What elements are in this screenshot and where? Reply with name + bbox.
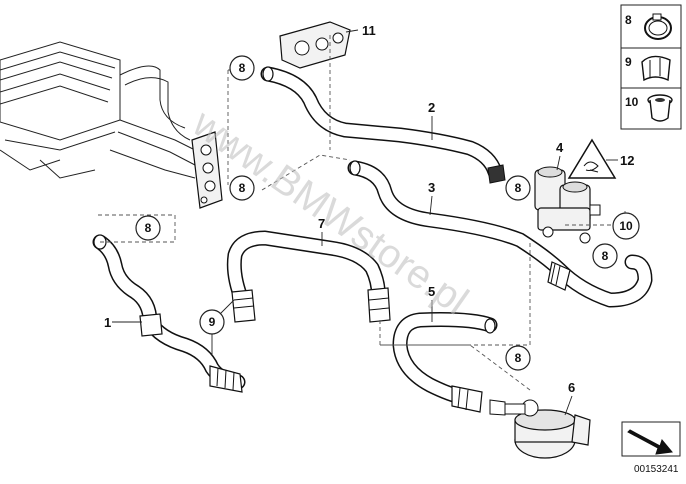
- callout-10: 10: [612, 212, 640, 240]
- svg-text:8: 8: [515, 181, 522, 195]
- hose-clamp-icon: [644, 13, 672, 40]
- diagram-code: 00153241: [634, 464, 679, 475]
- legend-panel: 8 9 10: [620, 4, 682, 130]
- legend-label-10: 10: [625, 95, 639, 109]
- callout-8-f: 8: [505, 345, 531, 371]
- label-part-11: 11: [362, 23, 376, 38]
- water-valve-4: [534, 166, 601, 244]
- callout-8-c: 8: [135, 215, 161, 241]
- hose-bracket-11: [279, 21, 351, 69]
- svg-text:8: 8: [239, 61, 246, 75]
- water-pump-6: [504, 399, 591, 459]
- svg-text:10: 10: [619, 219, 633, 233]
- label-part-1: 1: [104, 315, 111, 330]
- label-part-5: 5: [428, 284, 435, 299]
- svg-text:9: 9: [209, 315, 216, 329]
- callout-8-e: 8: [592, 243, 618, 269]
- svg-text:8: 8: [515, 351, 522, 365]
- svg-text:8: 8: [145, 221, 152, 235]
- hose-3: [347, 160, 653, 308]
- label-part-3: 3: [428, 180, 435, 195]
- label-part-7: 7: [318, 216, 325, 231]
- connection-lines: [98, 35, 626, 391]
- heater-pipe-flange: [191, 131, 223, 209]
- hose-5: [392, 312, 506, 416]
- label-part-4: 4: [556, 140, 564, 155]
- label-part-2: 2: [428, 100, 435, 115]
- label-part-6: 6: [568, 380, 575, 395]
- orientation-arrow-icon: [621, 421, 681, 457]
- callout-8-b: 8: [229, 175, 255, 201]
- hose-7: [226, 230, 391, 323]
- hose-2: [260, 66, 506, 184]
- callout-8-d: 8: [505, 175, 531, 201]
- grommet-icon: [647, 94, 673, 122]
- hose-clip-icon: [641, 55, 671, 82]
- callout-8-a: 8: [229, 55, 255, 81]
- legend-label-8: 8: [625, 13, 632, 27]
- heater-core-illustration: [0, 41, 196, 179]
- label-part-12: 12: [620, 153, 634, 168]
- warning-label-12: [567, 138, 617, 179]
- legend-label-9: 9: [625, 55, 632, 69]
- svg-text:8: 8: [602, 249, 609, 263]
- svg-text:8: 8: [239, 181, 246, 195]
- callout-9: 9: [199, 309, 225, 335]
- hose-1: [92, 234, 246, 393]
